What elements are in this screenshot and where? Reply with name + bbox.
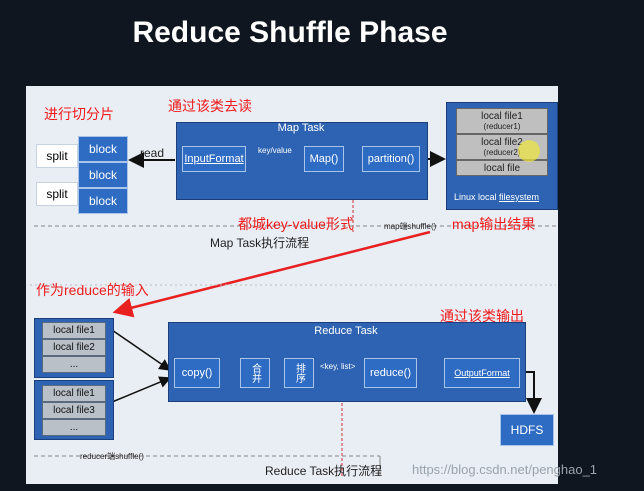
block-cell: block	[78, 136, 128, 162]
copy-function-box: copy()	[174, 358, 220, 388]
cursor-highlight	[518, 140, 540, 162]
merge-box: 合并	[240, 358, 270, 388]
map-flow-title: Map Task执行流程	[210, 236, 310, 250]
group1-file1: local file1	[42, 322, 106, 339]
reduce-function-box: reduce()	[364, 358, 417, 388]
split-cell: split	[36, 144, 78, 168]
reduce-shuffle-label: reducer端shuffle()	[80, 452, 144, 461]
reduce-input-note: 作为reduce的输入	[36, 282, 149, 298]
read-note: 通过该类去读	[168, 98, 252, 114]
map-output-note: map输出结果	[452, 216, 536, 232]
read-label: read	[140, 146, 165, 160]
watermark: https://blog.csdn.net/penghao_1	[412, 462, 598, 477]
group2-more: ...	[42, 419, 106, 436]
key-list-label: <key, list>	[320, 362, 356, 371]
input-format-box: InputFormat	[182, 146, 246, 172]
group2-file3: local file3	[42, 402, 106, 419]
output-note: 通过该类输出	[440, 308, 524, 324]
group1-file2: local file2	[42, 339, 106, 356]
map-shuffle-label: map端shuffle()	[384, 222, 437, 231]
output-format-box: OutputFormat	[444, 358, 520, 388]
group1-more: ...	[42, 356, 106, 373]
reduce-task-box	[168, 322, 526, 402]
reduce-flow-title: Reduce Task执行流程	[265, 464, 383, 478]
hdfs-box: HDFS	[500, 414, 554, 446]
linux-local-label: Linux local filesystem	[454, 192, 540, 202]
group2-file1: local file1	[42, 385, 106, 402]
reduce-input-arrow	[112, 230, 431, 318]
map-task-title: Map Task	[277, 122, 325, 134]
split-cell: split	[36, 182, 78, 206]
block-cell: block	[78, 162, 128, 188]
local-file-1: local file1(reducer1)	[456, 108, 548, 134]
block-cell: block	[78, 188, 128, 214]
split-note: 进行切分片	[44, 106, 114, 122]
reduce-task-title: Reduce Task	[314, 325, 378, 337]
key-value-label: key/value	[258, 146, 292, 155]
sort-box: 排序	[284, 358, 314, 388]
map-function-box: Map()	[304, 146, 344, 172]
kv-note: 都城key-value形式	[238, 216, 354, 232]
local-file-3: local file	[456, 160, 548, 176]
split-block-table: split split block block block	[36, 136, 128, 214]
partition-function-box: partition()	[362, 146, 420, 172]
slide-title: Reduce Shuffle Phase	[132, 16, 448, 49]
